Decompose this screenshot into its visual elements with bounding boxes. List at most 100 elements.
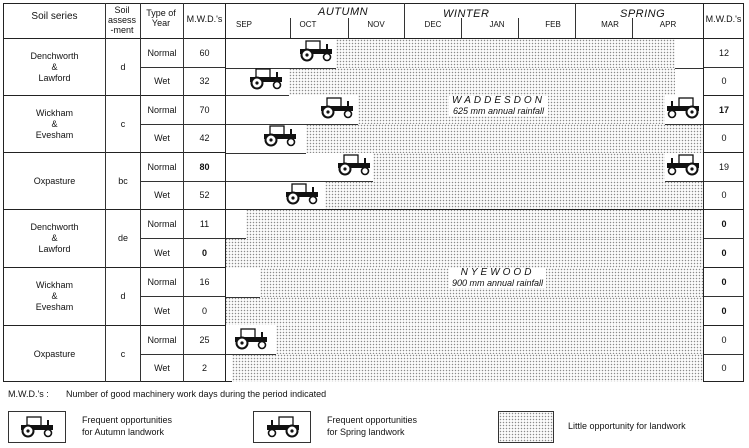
- autumn-tractor-icon: [262, 125, 298, 147]
- spring-mwd-cell: 0: [721, 133, 727, 143]
- month-label: OCT: [299, 20, 317, 29]
- soil-series-name: Evesham: [35, 302, 74, 312]
- soil-assessment-cell: bc: [118, 175, 128, 186]
- soil-assessment-cell: d: [120, 61, 126, 72]
- autumn-mwd-cell: 52: [199, 190, 210, 200]
- spring-mwd-cell: 0: [721, 218, 727, 229]
- year-type-cell: Normal: [147, 218, 177, 229]
- waddesdon-label: WADDESDON 625 mm annual rainfall: [449, 96, 548, 116]
- autumn-mwd-cell: 60: [199, 47, 210, 58]
- autumn-mwd-cell: 2: [201, 363, 207, 373]
- ampersand: &: [51, 233, 58, 243]
- soil-series-cell: Wickham & Evesham: [4, 96, 105, 152]
- autumn-tractor-icon: [298, 40, 334, 62]
- autumn-mwd-cell: 0: [201, 305, 207, 316]
- autumn-mwd-cell: 32: [199, 76, 210, 86]
- footnote-text: Number of good machinery work days durin…: [66, 389, 327, 399]
- region-name: NYEWOOD: [460, 267, 535, 278]
- legend-line: for Spring landwork: [327, 427, 405, 437]
- soil-series-cell: Denchworth & Lawford: [4, 39, 105, 95]
- region-rainfall: 625 mm annual rainfall: [452, 106, 544, 116]
- region-name: WADDESDON: [452, 95, 545, 106]
- autumn-tractor-icon: [284, 183, 320, 205]
- little-opportunity-area: [276, 325, 703, 354]
- legend-line: for Autumn landwork: [82, 427, 165, 437]
- spring-mwd-cell: 0: [721, 76, 727, 86]
- spring-mwd-cell: 0: [721, 190, 727, 200]
- spring-mwd-cell: 0: [721, 334, 727, 345]
- soil-series-name: Oxpasture: [33, 175, 76, 186]
- spring-tractor-icon: [665, 154, 701, 176]
- little-opportunity-area: [336, 39, 675, 68]
- spring-mwd-cell: 0: [721, 363, 727, 373]
- season-spring: SPRING: [620, 8, 666, 20]
- autumn-tractor-icon: [319, 97, 355, 119]
- region-rainfall: 900 mm annual rainfall: [452, 278, 544, 288]
- month-label: APR: [659, 20, 677, 29]
- soil-series-name: Wickham: [35, 280, 73, 290]
- legend-spring-box: [253, 411, 311, 443]
- soil-series-name: Denchworth: [30, 50, 79, 61]
- month-label: NOV: [367, 20, 385, 29]
- soil-series-name: Lawford: [38, 72, 71, 83]
- legend-line: Frequent opportunities: [82, 415, 173, 425]
- legend-autumn-box: [8, 411, 66, 443]
- spring-mwd-cell: 0: [721, 305, 727, 316]
- soil-series-cell: Oxpasture: [4, 326, 105, 382]
- year-type-cell: Normal: [147, 47, 177, 58]
- little-opportunity-area: [225, 297, 703, 325]
- autumn-mwd-cell: 16: [199, 276, 210, 287]
- little-opportunity-area: [225, 238, 703, 268]
- header-soil-assessment: Soil assess -ment: [107, 5, 136, 35]
- year-type-cell: Normal: [147, 104, 177, 115]
- soil-assessment-cell: de: [117, 233, 128, 243]
- soil-series-name: Oxpasture: [33, 348, 76, 359]
- season-winter: WINTER: [443, 8, 490, 20]
- month-label: DEC: [424, 20, 442, 29]
- spring-mwd-cell: 0: [721, 276, 727, 287]
- nyewood-label: NYEWOOD 900 mm annual rainfall: [449, 267, 547, 288]
- little-opportunity-area: [289, 68, 675, 95]
- ampersand: &: [51, 118, 58, 129]
- soil-series-name: Denchworth: [30, 222, 79, 232]
- spring-mwd-cell: 17: [718, 104, 729, 115]
- soil-series-name: Evesham: [35, 129, 74, 140]
- year-type-cell: Normal: [147, 161, 177, 172]
- spring-mwd-cell: 12: [718, 47, 729, 58]
- month-label: JAN: [489, 20, 505, 29]
- legend-little-box: [498, 411, 554, 443]
- soil-series-cell: Denchworth & Lawford: [4, 210, 105, 267]
- soil-series-cell: Oxpasture: [4, 153, 105, 209]
- year-type-cell: Wet: [154, 305, 170, 316]
- autumn-mwd-cell: 70: [199, 104, 210, 115]
- soil-assessment-cell: c: [120, 348, 126, 359]
- season-autumn: AUTUMN: [318, 6, 369, 18]
- header-mwds: M.W.D.'s: [186, 14, 223, 24]
- ampersand: &: [51, 61, 58, 72]
- soil-assessment-cell: d: [120, 291, 126, 301]
- autumn-mwd-cell: 11: [199, 218, 210, 229]
- year-type-cell: Wet: [154, 247, 170, 258]
- autumn-tractor-icon: [233, 328, 269, 350]
- little-opportunity-area: [246, 209, 703, 238]
- autumn-mwd-cell: 80: [199, 161, 210, 172]
- month-label: MAR: [601, 20, 619, 29]
- year-type-cell: Wet: [154, 76, 170, 86]
- spring-mwd-cell: 19: [718, 161, 729, 172]
- year-type-cell: Normal: [147, 334, 177, 345]
- year-type-cell: Wet: [154, 133, 170, 143]
- soil-series-cell: Wickham & Evesham: [4, 268, 105, 325]
- month-label: FEB: [545, 20, 561, 29]
- spring-tractor-icon: [665, 97, 701, 119]
- spring-mwd-cell: 0: [721, 247, 727, 258]
- autumn-mwd-cell: 42: [199, 133, 210, 143]
- spring-tractor-icon: [265, 416, 301, 438]
- footnote-key: M.W.D.'s :: [8, 389, 49, 399]
- autumn-tractor-icon: [248, 68, 284, 90]
- little-opportunity-area: [306, 124, 703, 153]
- little-opportunity-area: [232, 354, 703, 382]
- header-mwds-right: M.W.D.'s: [705, 14, 742, 24]
- autumn-tractor-icon: [336, 154, 372, 176]
- legend-line: Frequent opportunities: [327, 415, 418, 425]
- autumn-tractor-icon: [19, 416, 55, 438]
